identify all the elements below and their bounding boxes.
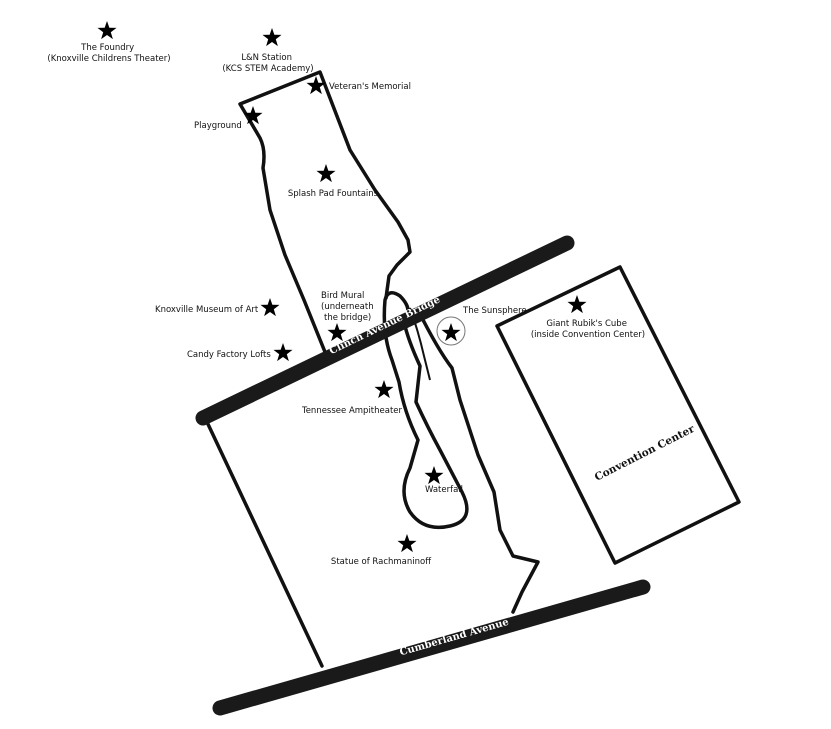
convention-center-label: Convention Center: [593, 423, 697, 484]
landmark-markers: [97, 21, 587, 553]
foundry-label: The Foundry (Knoxville Childrens Theater…: [47, 43, 170, 64]
candy-factory-label: Candy Factory Lofts: [187, 350, 271, 360]
cumberland-avenue: [212, 579, 651, 716]
amphitheater-star-icon[interactable]: [374, 380, 394, 399]
museum-star-icon[interactable]: [260, 298, 280, 317]
waterfall-label: Waterfall: [425, 485, 463, 495]
foundry-star-icon[interactable]: [97, 21, 117, 40]
rachmaninoff-label: Statue of Rachmaninoff: [331, 557, 432, 567]
rachmaninoff-star-icon[interactable]: [397, 534, 417, 553]
ln-station-label: L&N Station (KCS STEM Academy): [222, 53, 313, 74]
bird-mural-label: Bird Mural (underneath the bridge): [321, 291, 376, 323]
amphitheater-label: Tennessee Ampitheater: [301, 406, 403, 416]
waterfall-star-icon[interactable]: [424, 466, 444, 485]
north-park-outline: [238, 70, 412, 354]
clinch-avenue-bridge: [195, 235, 575, 426]
rubiks-cube-label: Giant Rubik's Cube (inside Convention Ce…: [531, 319, 645, 340]
museum-label: Knoxville Museum of Art: [155, 305, 259, 315]
splash-pad-label: Splash Pad Fountains: [288, 189, 379, 199]
veterans-memorial-label: Veteran's Memorial: [329, 82, 411, 92]
ln-station-star-icon[interactable]: [262, 28, 282, 47]
sunsphere-label: The Sunsphere: [462, 306, 527, 316]
playground-label: Playground: [194, 121, 242, 131]
convention-center-building: [495, 265, 741, 565]
splash-pad-star-icon[interactable]: [316, 164, 336, 183]
playground-star-icon[interactable]: [243, 106, 263, 125]
south-park-outline: [205, 308, 540, 668]
bird-mural-star-icon[interactable]: [327, 323, 347, 342]
candy-factory-star-icon[interactable]: [273, 343, 293, 362]
rubiks-cube-star-icon[interactable]: [567, 295, 587, 314]
